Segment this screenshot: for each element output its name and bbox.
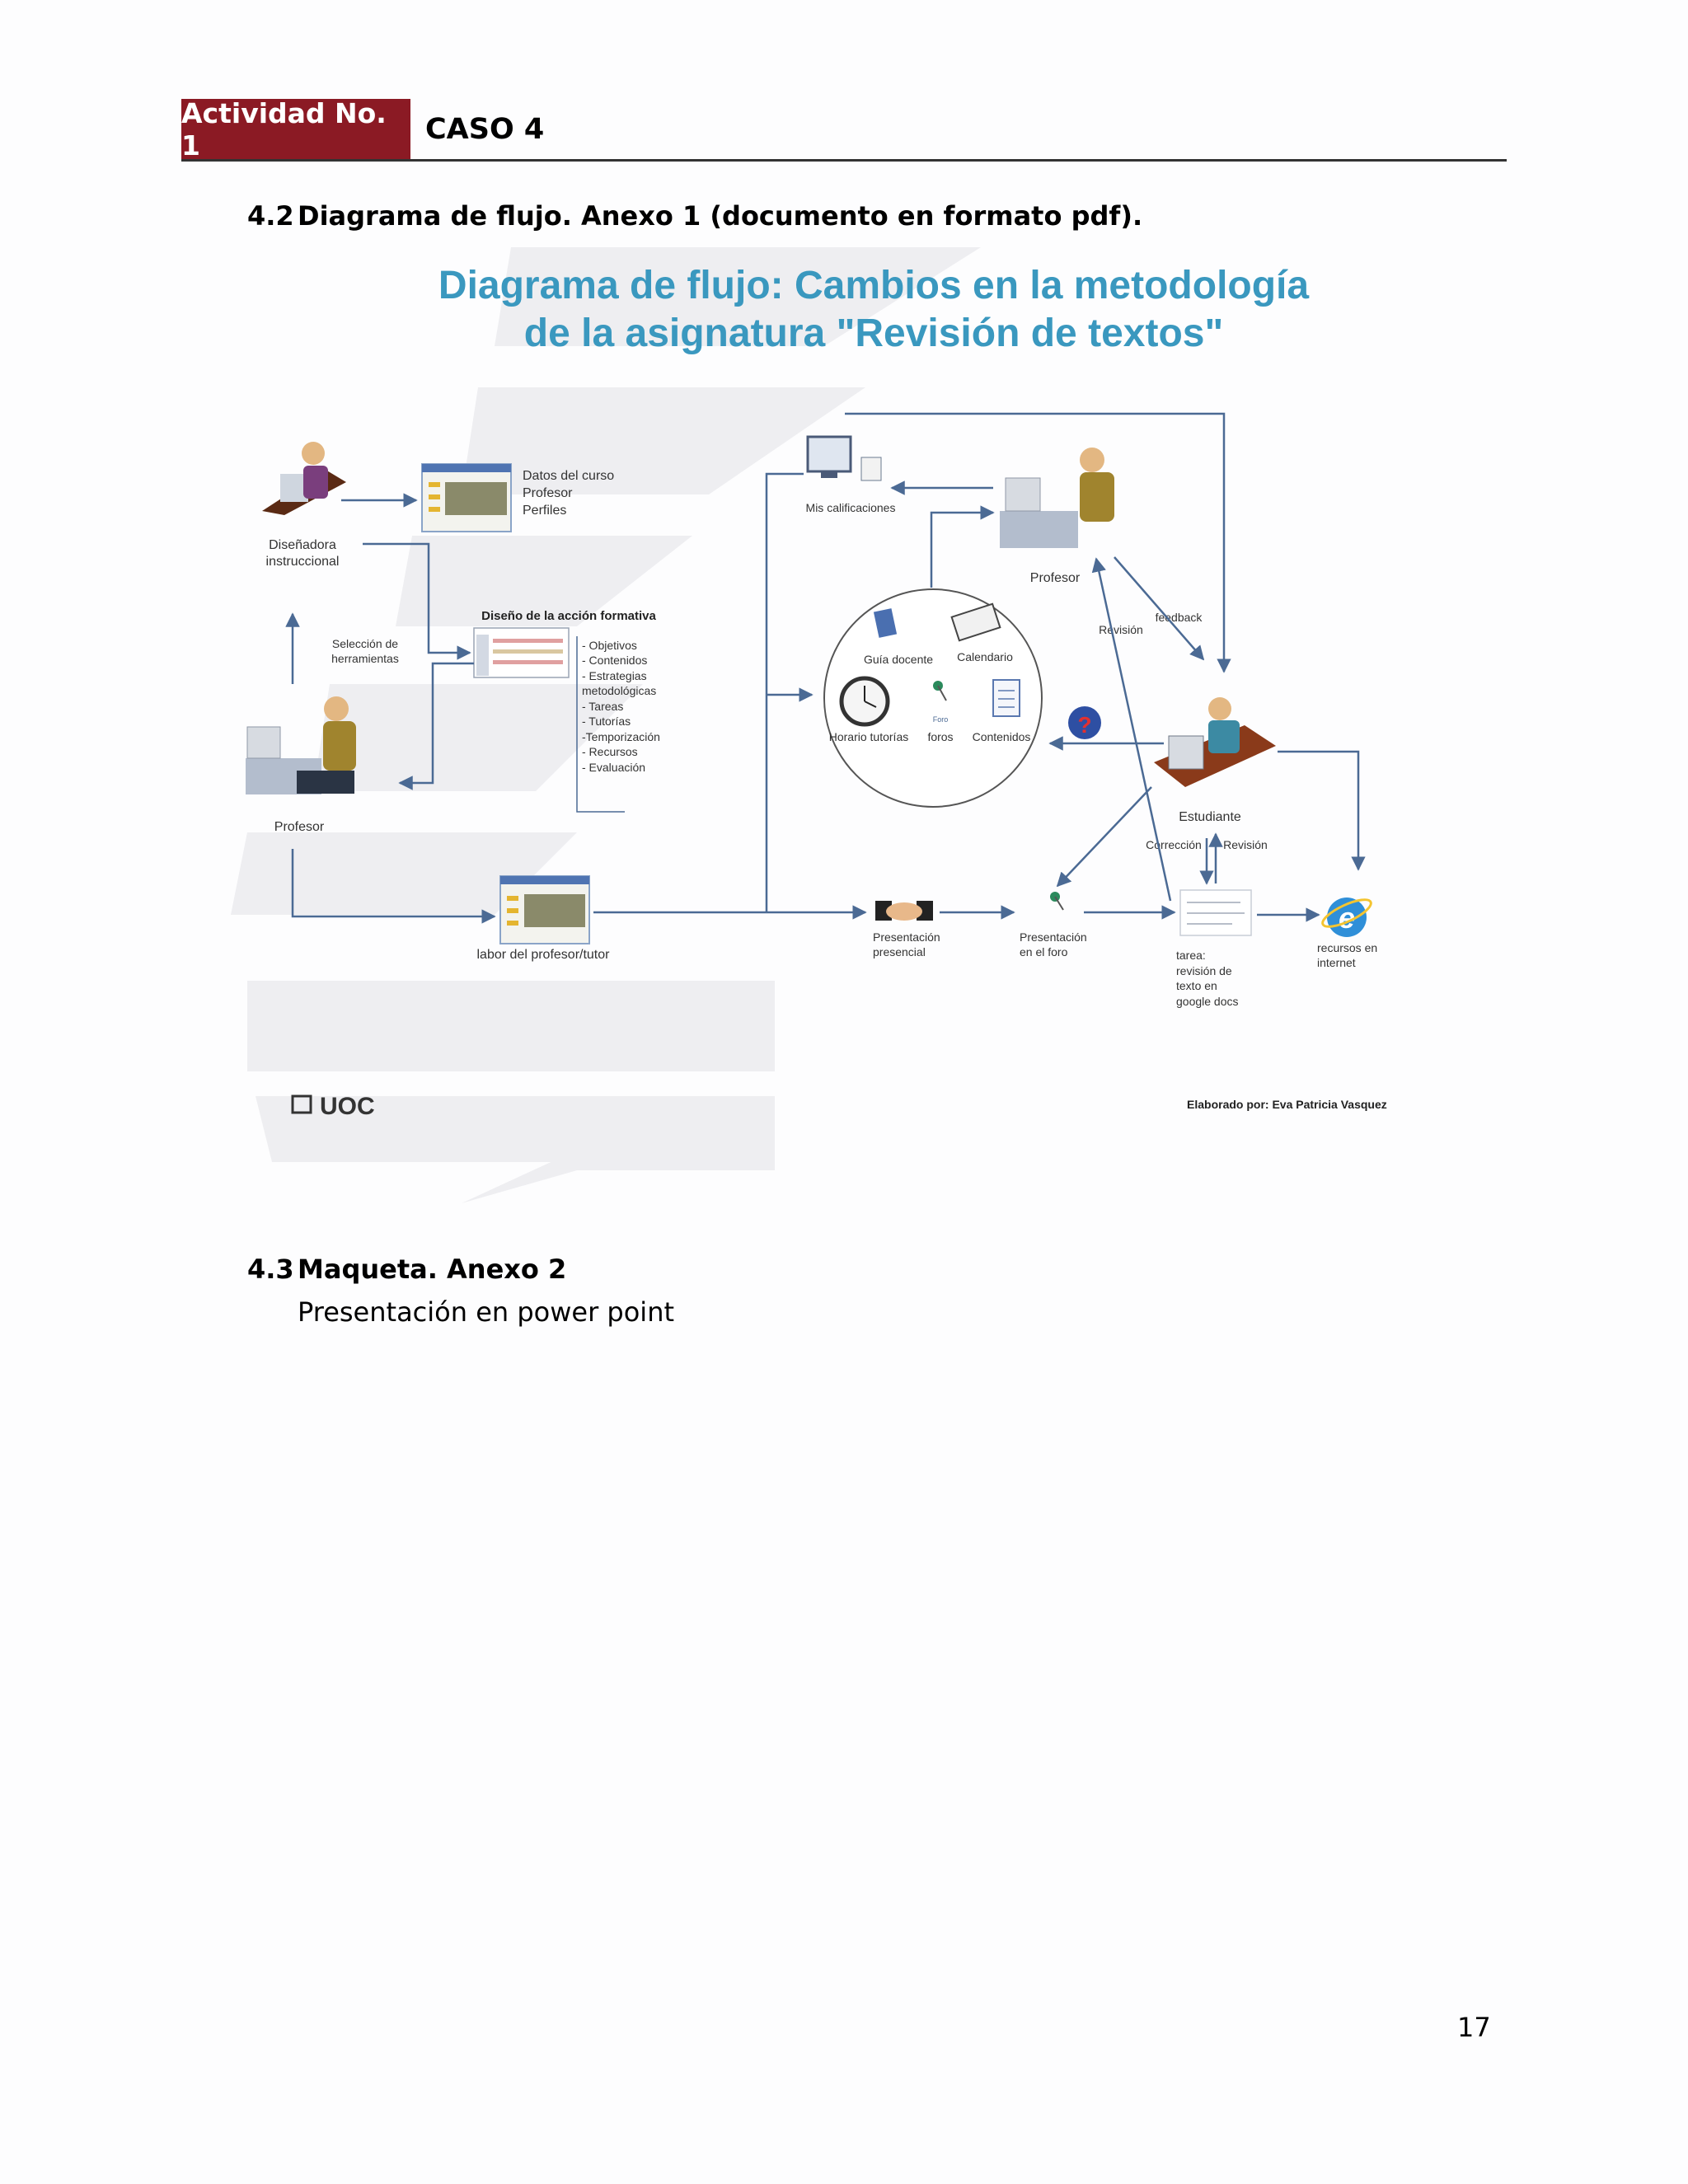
internet-browser-icon: e (1321, 898, 1372, 937)
forum-pin-icon (933, 681, 947, 701)
forum-presentation-pin-icon (1050, 892, 1064, 911)
profesor-right-label: Profesor (1030, 571, 1081, 585)
uoc-logo: UOC (291, 1093, 375, 1120)
section-title: Maqueta. Anexo 2 (298, 1254, 567, 1285)
feedback-label: feedback (1156, 611, 1203, 624)
design-item: - Tareas (582, 700, 623, 713)
google-doc-icon (1179, 889, 1252, 936)
design-item: - Tutorías (582, 715, 631, 728)
labor-label: labor del profesor/tutor (477, 948, 611, 962)
schedule-label: Horario tutorías (829, 730, 908, 743)
question-mark-icon: ? (1068, 706, 1101, 739)
profesor-right-figure-icon (1000, 448, 1114, 548)
page-number: 17 (1457, 2012, 1491, 2043)
calendar-label: Calendario (957, 650, 1013, 663)
design-item: - Estrategias (582, 669, 647, 682)
calendar-icon (950, 602, 1001, 642)
course-data-item: Datos del curso (523, 469, 614, 483)
svg-text:e: e (1339, 901, 1355, 935)
design-action-title: Diseño de la acción formativa (481, 609, 656, 623)
design-document-icon (473, 627, 570, 678)
author-credit: Elaborado por: Eva Patricia Vasquez (1187, 1098, 1387, 1111)
uoc-logo-text: UOC (320, 1093, 375, 1120)
forum-presentation-line2: en el foro (1020, 945, 1068, 958)
activity-tag: Actividad No. 1 (181, 97, 410, 162)
section-number: 4.3 (247, 1254, 294, 1285)
labor-window-icon (499, 875, 590, 944)
diagram-title-line1: Diagrama de flujo: Cambios en la metodol… (438, 264, 1309, 307)
design-item: - Recursos (582, 745, 638, 758)
handshake-icon (875, 901, 933, 921)
internet-resources-line1: recursos en (1317, 941, 1377, 954)
svg-text:?: ? (1077, 712, 1091, 738)
in-person-line1: Presentación (873, 930, 940, 944)
in-person-line2: presencial (873, 945, 926, 958)
resources-circle (823, 588, 1043, 808)
course-data-window-icon (421, 463, 512, 532)
task-line: revisión de (1176, 964, 1232, 977)
student-label: Estudiante (1179, 810, 1241, 824)
section-title: Diagrama de flujo. Anexo 1 (documento en… (298, 200, 1143, 232)
profesor-left-label: Profesor (274, 820, 325, 834)
contents-document-icon (992, 679, 1020, 717)
case-title: CASO 4 (425, 113, 545, 146)
diagram-title-line2: de la asignatura "Revisión de textos" (524, 312, 1223, 355)
header-divider (181, 159, 1507, 162)
guide-icon (873, 608, 898, 638)
contents-label: Contenidos (973, 730, 1031, 743)
flow-connectors (285, 412, 1366, 924)
course-data-item: Perfiles (523, 504, 566, 518)
designer-label-line2: instruccional (266, 555, 340, 569)
student-figure-icon (1154, 697, 1276, 787)
guide-label: Guía docente (864, 653, 933, 666)
section-number: 4.2 (247, 200, 294, 232)
tool-selection-line2: herramientas (331, 652, 399, 665)
forums-label: foros (927, 730, 953, 743)
task-line: tarea: (1176, 949, 1206, 962)
correction-label: Corrección (1146, 838, 1202, 851)
section-4-3-body: Presentación en power point (298, 1296, 675, 1328)
design-item: -Temporización (582, 730, 660, 743)
internet-resources-line2: internet (1317, 956, 1356, 969)
design-item: metodológicas (582, 684, 656, 697)
design-item: - Contenidos (582, 654, 647, 667)
background-watermark (231, 247, 981, 1203)
task-line: google docs (1176, 995, 1239, 1008)
task-line: texto en (1176, 979, 1217, 992)
course-data-item: Profesor (523, 486, 573, 500)
profesor-left-figure-icon (246, 696, 356, 794)
designer-figure-icon (262, 442, 346, 515)
design-bracket (576, 636, 625, 813)
forum-tag: Foro (933, 715, 949, 724)
grades-label: Mis calificaciones (806, 501, 896, 514)
design-item: - Evaluación (582, 761, 645, 774)
revision-label-2: Revisión (1223, 838, 1268, 851)
tool-selection-line1: Selección de (332, 637, 398, 650)
design-item: - Objetivos (582, 639, 637, 652)
forum-presentation-line1: Presentación (1020, 930, 1087, 944)
grades-screen-icon (806, 435, 882, 481)
clock-icon (839, 676, 890, 727)
revision-label: Revisión (1099, 623, 1143, 636)
designer-label-line1: Diseñadora (269, 538, 336, 552)
